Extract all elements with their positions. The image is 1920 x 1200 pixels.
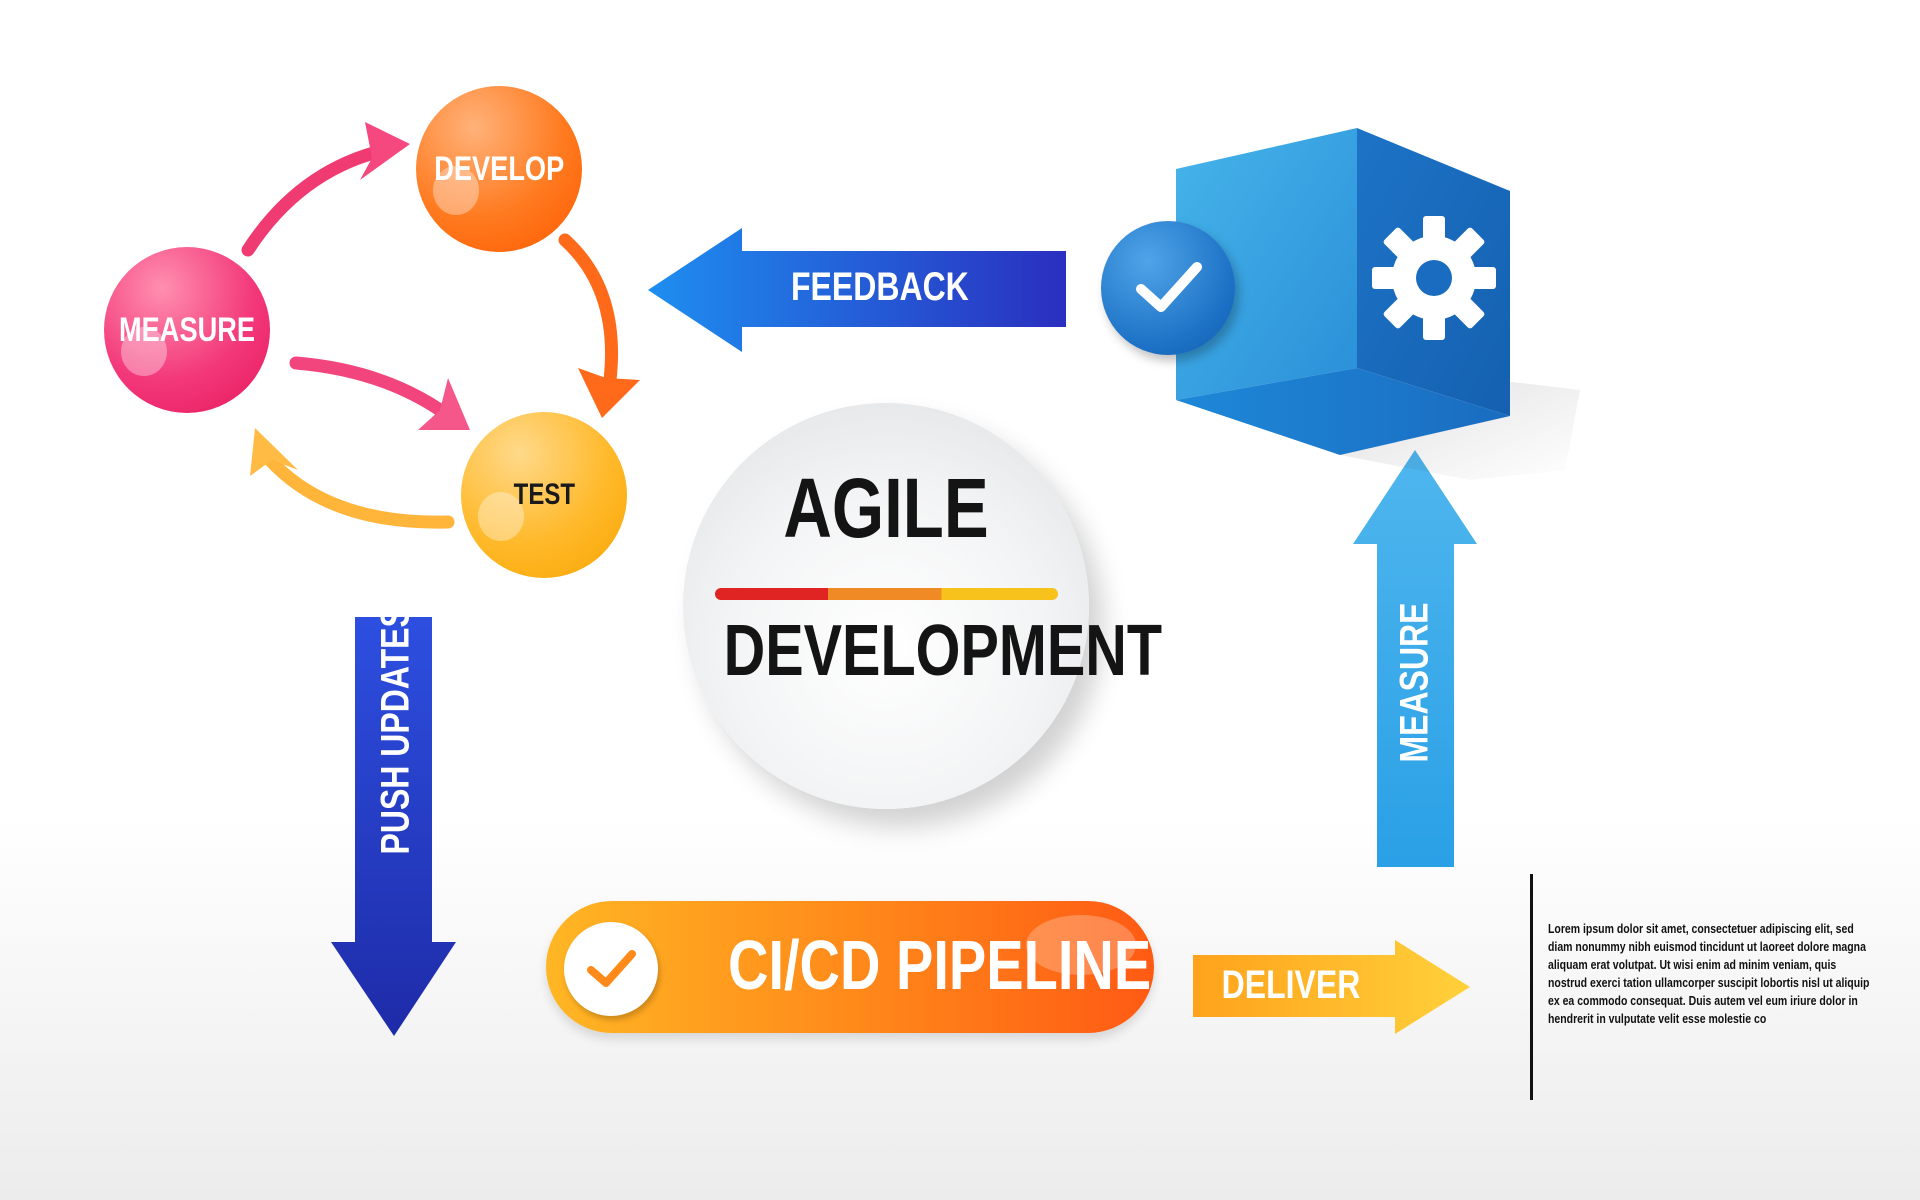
cube-front-face <box>1176 128 1357 400</box>
deliver-label: DELIVER <box>1221 963 1361 1007</box>
feedback-label: FEEDBACK <box>791 265 969 309</box>
description-text: Lorem ipsum dolor sit amet, consectetuer… <box>1548 922 1870 1026</box>
checkmark-icon <box>1136 262 1202 312</box>
measure-circle: MEASURE <box>104 247 270 413</box>
arrow-develop-to-test <box>558 233 619 387</box>
deliver-arrow <box>1193 940 1470 1034</box>
cube-checkmark-badge <box>1101 221 1235 355</box>
arrow-measure-to-test <box>289 356 447 417</box>
cube-shadow <box>1340 382 1580 480</box>
measure-arrow-label: MEASURE <box>1392 602 1437 763</box>
gear-icon <box>1372 216 1496 340</box>
arrowhead-develop-to-test <box>578 368 640 418</box>
feedback-arrow <box>648 228 1066 352</box>
agile-center-disc <box>683 403 1089 809</box>
agile-title: AGILE <box>783 461 989 555</box>
develop-label: DEVELOP <box>433 149 564 188</box>
pipeline-checkmark-badge <box>564 922 658 1016</box>
arrow-measure-to-develop <box>241 143 392 257</box>
measure-arrow <box>1353 450 1477 867</box>
push-updates-arrow <box>331 617 456 1036</box>
cube-bottom-edge <box>1176 368 1510 455</box>
measure-label: MEASURE <box>118 310 256 349</box>
arrowhead-measure-to-develop <box>360 122 410 180</box>
agile-divider-bar <box>715 588 1058 600</box>
cicd-pipeline-label: CI/CD PIPELINE <box>728 926 1152 1004</box>
develop-circle: DEVELOP <box>416 86 582 252</box>
text-divider-line <box>1530 874 1533 1100</box>
agile-subtitle: DEVELOPMENT <box>723 611 1163 691</box>
arrowhead-measure-to-test <box>418 378 470 430</box>
push-updates-label: PUSH UPDATES <box>373 606 418 855</box>
checkmark-icon <box>587 950 636 987</box>
arrow-test-to-measure <box>263 453 455 529</box>
test-circle: TEST <box>461 412 627 578</box>
arrowhead-test-to-measure <box>250 428 298 476</box>
test-label: TEST <box>513 478 575 511</box>
